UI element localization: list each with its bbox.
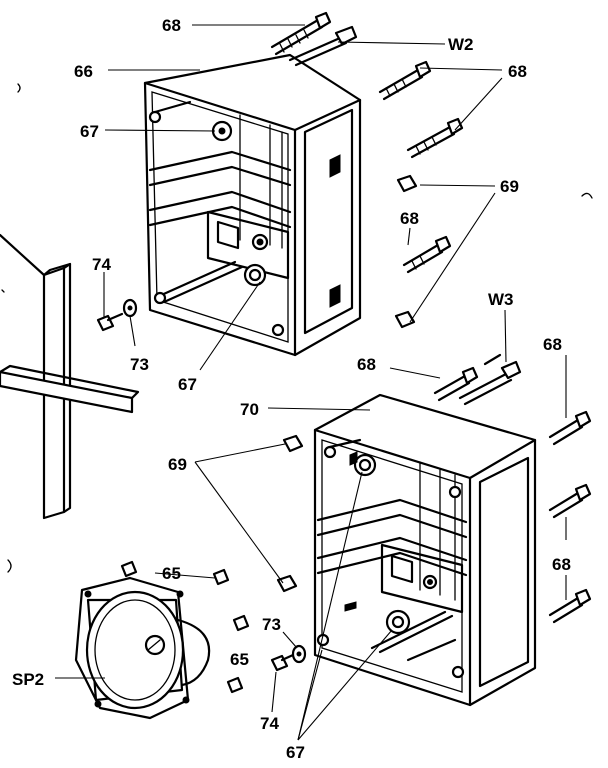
label-67-bottom: 67: [286, 743, 305, 762]
label-67-upper: 67: [80, 122, 99, 141]
terminal-67-upper: [211, 120, 233, 142]
label-65: 65: [162, 564, 181, 583]
label-68-right-a: 68: [508, 62, 527, 81]
label-w2: W2: [448, 35, 474, 54]
grille-frame: [0, 233, 140, 520]
label-73-bottom: 73: [262, 615, 281, 634]
label-w3: W3: [488, 290, 514, 309]
label-68-mid: 68: [400, 209, 419, 228]
label-70: 70: [240, 400, 259, 419]
label-68-far-right-bottom: 68: [552, 555, 571, 574]
speaker-sp2: [74, 560, 250, 720]
label-69-lower: 69: [168, 455, 187, 474]
screws-68: [270, 11, 592, 624]
nuts-69: [276, 174, 418, 593]
label-66: 66: [74, 62, 93, 81]
wire-w3: [458, 353, 522, 406]
washer-screw-bottom: [270, 633, 330, 672]
port-67-upper: [243, 233, 269, 287]
label-68-far-right-top: 68: [543, 335, 562, 354]
label-sp2: SP2: [12, 670, 44, 689]
wire-w2: [288, 25, 358, 67]
cabinet-upper: [143, 53, 362, 357]
leader-lines: [55, 24, 567, 741]
washer-screw-left: [96, 298, 138, 332]
label-74-bottom: 74: [260, 714, 279, 733]
cabinet-lower: [313, 393, 537, 707]
label-68-w3: 68: [357, 355, 376, 374]
label-73-left: 73: [130, 355, 149, 374]
label-67-lower-left: 67: [178, 375, 197, 394]
terminal-67-lower-top: [349, 451, 377, 477]
label-74-left: 74: [92, 255, 111, 274]
callout-labels: 68 W2 66 68 67 69 68 74 73 67 W3 68 68 7…: [12, 16, 571, 762]
label-69-upper: 69: [500, 177, 519, 196]
label-68-top: 68: [162, 16, 181, 35]
label-65-side: 65: [230, 650, 249, 669]
stray-marks: [1, 83, 593, 573]
port-67-lower: [344, 574, 438, 635]
